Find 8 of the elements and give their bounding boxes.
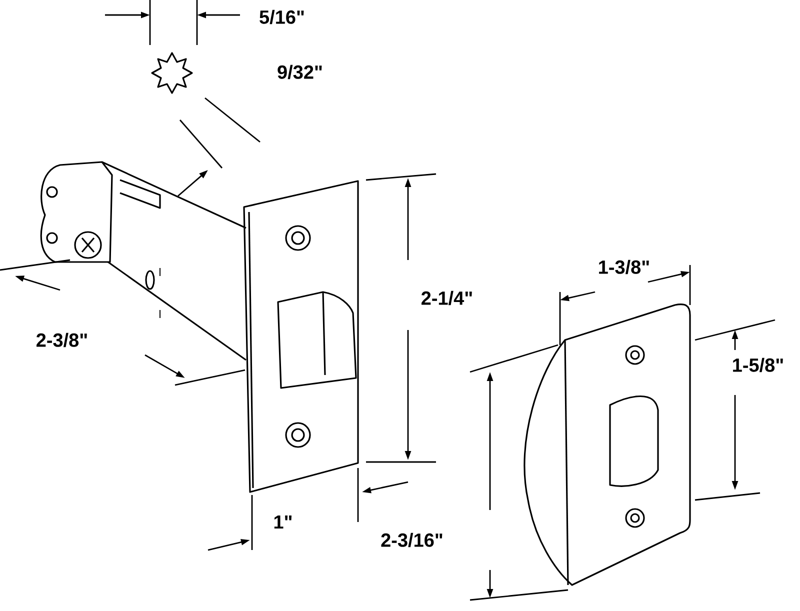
dimension-label: 2-3/8": [34, 332, 90, 348]
dimension-label: 9/32": [276, 64, 324, 80]
dimension-label: 1": [272, 514, 294, 530]
dimension-label: 2-3/16": [380, 532, 444, 548]
dimension-label: 2-1/4": [420, 290, 474, 306]
dimension-label: 1-5/8": [730, 356, 786, 374]
dimension-label: 1-3/8": [596, 258, 652, 276]
dimension-label: 5/16": [258, 8, 306, 26]
